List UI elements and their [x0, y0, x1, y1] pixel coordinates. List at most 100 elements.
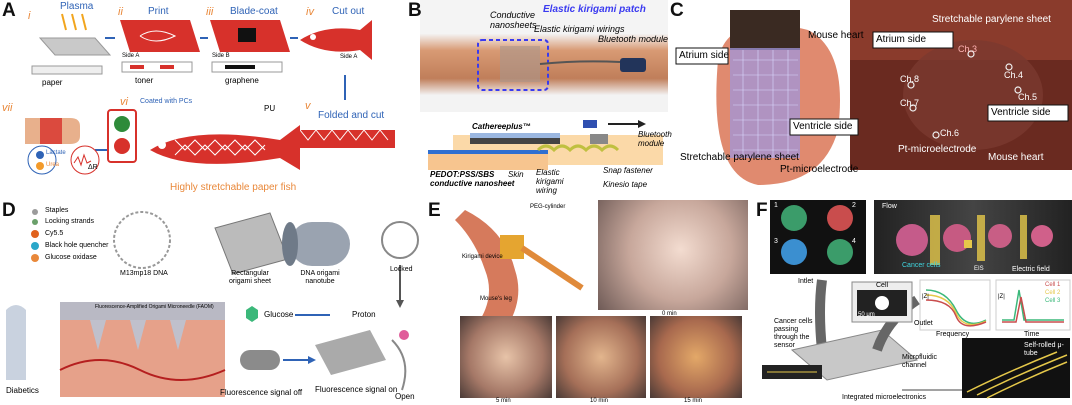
t0-label: 0 min	[662, 311, 677, 317]
z-label-1: |Z|	[922, 294, 929, 300]
step-v: v	[305, 100, 311, 112]
q4-label: 3	[774, 238, 778, 245]
side-a2-label: Side A	[340, 54, 358, 60]
t10-label: 10 min	[590, 398, 609, 404]
m13-label: M13mp18 DNA	[120, 270, 168, 277]
photo-0min	[598, 200, 748, 310]
panel-a: A Plasma i ii Print iii Blade-coat iv Cu…	[0, 0, 405, 200]
ventricle-label: Ventricle side	[793, 121, 853, 132]
ventricle2-label: Ventricle side	[991, 107, 1051, 118]
time-label: Time	[1024, 331, 1040, 338]
flow-label: Flow	[882, 203, 897, 210]
panel-c: C Atrium side Mouse heart Ventricle side…	[668, 0, 1072, 200]
legend-bhq: Black hole quencher	[45, 242, 109, 249]
on-label: Fluorescence signal on	[315, 385, 398, 394]
panel-a-drawing	[25, 13, 395, 175]
wrist-photo	[420, 0, 668, 112]
q3-label: 4	[852, 238, 856, 245]
photo-15min	[650, 316, 742, 398]
urea-label: Urea	[46, 162, 60, 168]
cell-label: Cell	[876, 282, 889, 289]
z-label-2: |Z|	[998, 294, 1005, 300]
sps2-label: Stretchable parylene sheet	[932, 14, 1051, 25]
legend-pu: PU	[264, 104, 276, 113]
eis-label: EIS	[974, 266, 984, 272]
legend-cy: Cy5.5	[45, 230, 64, 237]
conductive-label: Conductive nanosheets	[490, 10, 537, 30]
plasma-label: Plasma	[60, 1, 94, 12]
outlet-label: Outlet	[914, 320, 933, 327]
bt2-label: Bluetooth module	[638, 130, 672, 148]
scale-label: 50 μm	[858, 312, 875, 318]
step-vi: vi	[120, 96, 128, 108]
atrium-label: Atrium side	[679, 50, 730, 61]
q1-label: 1	[774, 202, 778, 209]
t5-label: 5 min	[496, 398, 511, 404]
step-vii: vii	[2, 102, 13, 114]
dr-label: ΔR	[88, 164, 98, 171]
legend-graphene: graphene	[225, 76, 259, 85]
ch7-label: Ch.7	[900, 98, 920, 108]
ch5-label: Ch.5	[1018, 92, 1038, 102]
panel-f-drawing	[762, 205, 1071, 399]
panel-e: E PEG-cylinder Kirigami device Mouse's l…	[428, 200, 750, 405]
step-iii: iii	[206, 6, 214, 18]
cathereeplus-label: Cathereeplus™	[472, 122, 531, 131]
panel-b-drawing	[428, 39, 663, 170]
step-iv: iv	[306, 6, 314, 18]
faom-label: Fluorescence-Amplified Origami Microneed…	[95, 304, 214, 310]
freq-label: Frequency	[936, 331, 970, 338]
mouse-heart-label: Mouse heart	[808, 30, 864, 41]
inlet-label: Intlet	[798, 278, 814, 285]
cell3-label: Cell 3	[1045, 298, 1061, 304]
sps-label: Stretchable parylene sheet	[680, 152, 799, 163]
integrated-label: Integrated microelectronics	[842, 394, 927, 401]
q2-label: 2	[852, 202, 856, 209]
peg-label: PEG-cylinder	[530, 204, 566, 210]
ekw-label: Elastic kirigami wiring	[536, 168, 564, 195]
cancer-label: Cancer cells	[902, 262, 941, 269]
legend-locking: Locking strands	[45, 218, 95, 225]
ch3-label: Ch.3	[958, 44, 978, 54]
side-b-label: Side B	[212, 53, 230, 59]
panel-e-label: E	[428, 200, 441, 221]
snap-label: Snap fastener	[603, 166, 653, 175]
panel-c-drawing	[675, 0, 1072, 186]
panel-c-label: C	[670, 0, 684, 21]
bt-label: Bluetooth module	[598, 34, 669, 44]
panel-d: D Staples Locking strands Cy5.5 Black ho…	[0, 200, 430, 405]
cell1-label: Cell 1	[1045, 282, 1061, 288]
panel-f-label: F	[756, 200, 768, 221]
mouse-heart2-label: Mouse heart	[988, 152, 1044, 163]
kinesio-label: Kinesio tape	[603, 180, 648, 189]
blade-label: Blade-coat	[230, 6, 278, 17]
panel-a-label: A	[2, 0, 16, 21]
step-ii: ii	[118, 6, 123, 18]
utube-label: Self-rolled μ-tube	[1024, 342, 1064, 357]
off-label: Fluorescence signal off	[220, 388, 303, 397]
kirigami-label: Kirigami device	[462, 254, 503, 260]
cell2-label: Cell 2	[1045, 290, 1061, 296]
panel-f: F 1 2 4 3 Flow Cancer cells EIS Electric…	[752, 200, 1072, 405]
channel-label: Microfluidic channel	[902, 354, 938, 369]
open-label: Open	[395, 392, 415, 401]
folded-label: Folded and cut	[318, 110, 385, 121]
lactate-label: Lactate	[46, 150, 66, 156]
panel-e-drawing	[455, 210, 584, 330]
passing-label: Cancer cells passing through the sensor	[774, 318, 813, 349]
ch4-label: Ch.4	[1004, 70, 1024, 80]
side-a-label: Side A	[122, 53, 140, 59]
ch6-label: Ch.6	[940, 128, 960, 138]
pt2-label: Pt-microelectrode	[898, 144, 977, 155]
proton-label: Proton	[352, 310, 376, 319]
diabetics-label: Diabetics	[6, 386, 39, 395]
print-label: Print	[148, 6, 169, 17]
panel-d-label: D	[2, 200, 16, 221]
skin-label: Skin	[508, 170, 524, 179]
photo-10min	[556, 316, 646, 398]
legend-paper: paper	[42, 78, 63, 87]
patch-label: Elastic kirigami patch	[543, 4, 646, 15]
wirings-label: Elastic kirigami wirings	[534, 24, 625, 34]
legend-staples: Staples	[45, 207, 69, 214]
panel-b: B Conductive nanosheets Elastic kirigami…	[408, 0, 672, 200]
